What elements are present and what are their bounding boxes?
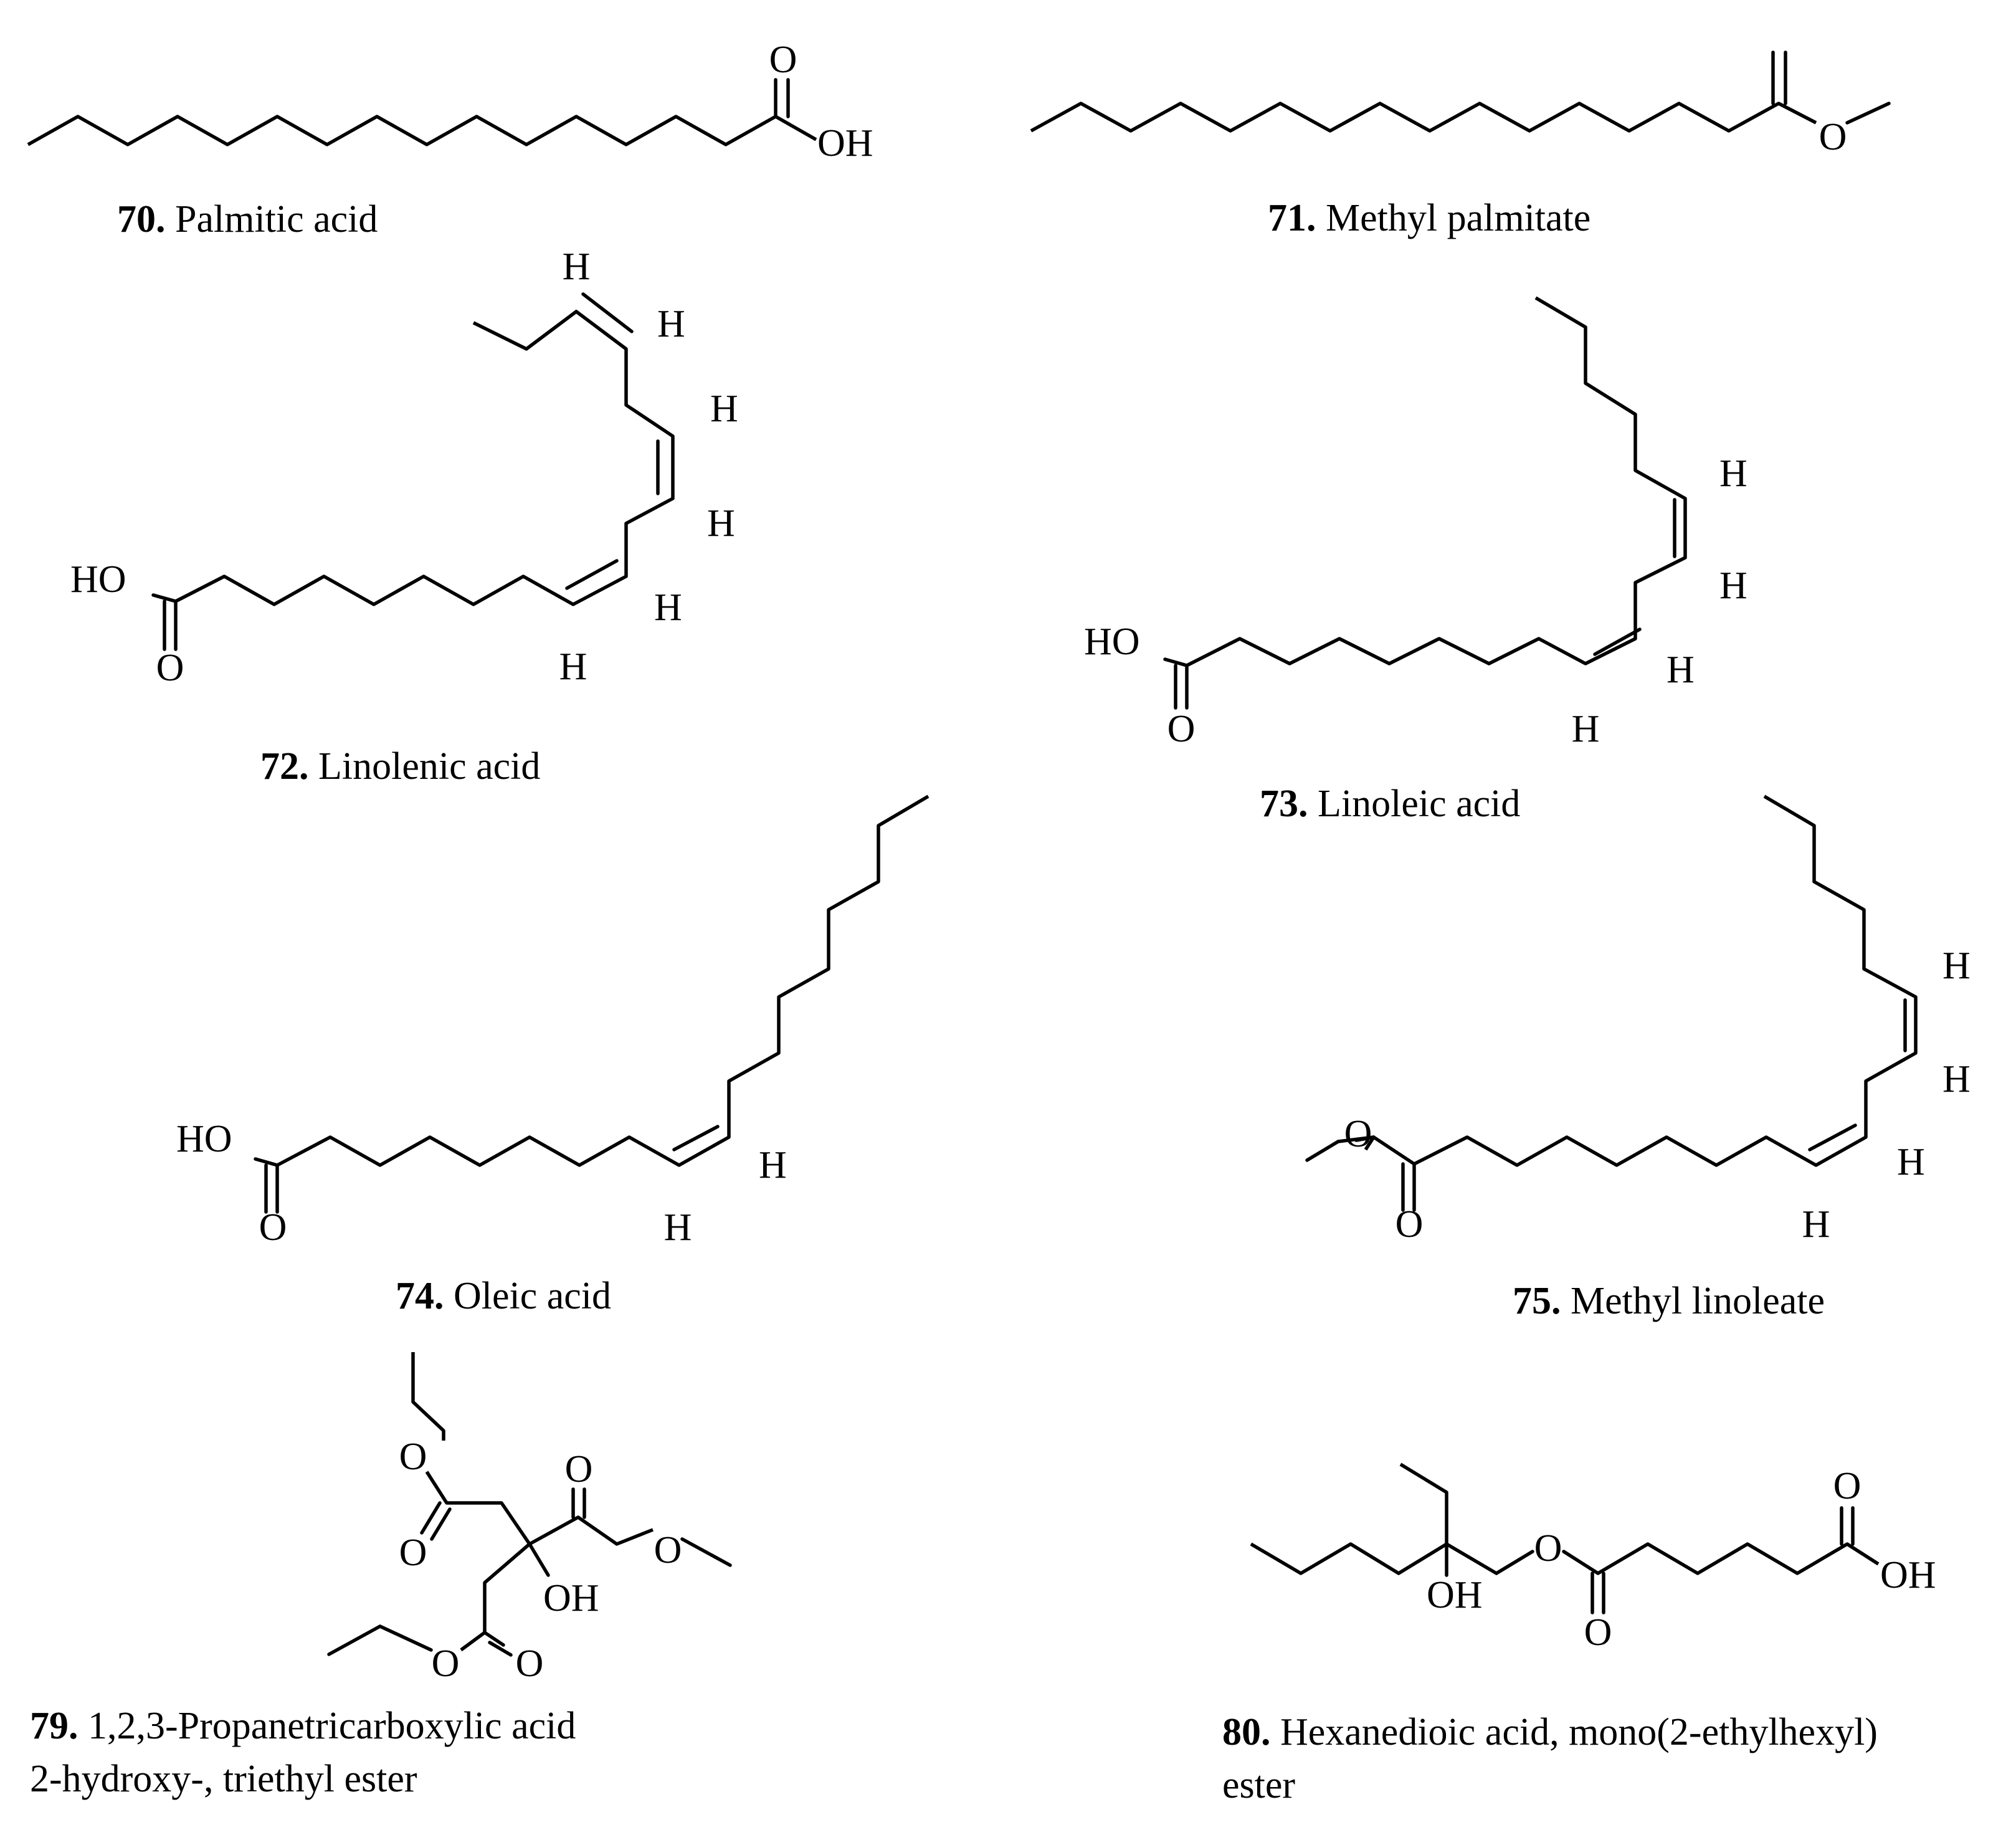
atom-label: H: [710, 388, 738, 430]
atom-label: O: [432, 1642, 460, 1685]
caption-70: 70. Palmitic acid: [117, 198, 378, 241]
atom-label: O: [1534, 1527, 1562, 1570]
atom-label: H: [657, 303, 685, 345]
compound-name: Palmitic acid: [175, 198, 378, 241]
atom-label: O: [1819, 116, 1847, 158]
atom-label: O: [769, 39, 797, 81]
compound-name: Linoleic acid: [1318, 783, 1520, 825]
compound-name: Methyl palmitate: [1326, 197, 1590, 239]
compound-name: Hexanedioic acid, mono(2-ethylhexyl): [1280, 1711, 1878, 1753]
atom-label: H: [654, 586, 682, 629]
compound-name: Linolenic acid: [318, 745, 540, 788]
atom-label: H: [1667, 649, 1695, 691]
compound-number: 73.: [1260, 783, 1308, 825]
structure-80: O O O OH OH: [1250, 1462, 1936, 1654]
atom-label: O: [399, 1436, 427, 1478]
compound-number: 75.: [1513, 1280, 1561, 1322]
caption-72: 72. Linolenic acid: [260, 745, 540, 788]
atom-label: O: [516, 1642, 544, 1685]
compound-name-line2: ester: [1222, 1764, 1295, 1806]
atom-label: O: [399, 1532, 427, 1574]
atom-label: O: [654, 1529, 682, 1571]
compound-number: 79.: [30, 1705, 78, 1747]
atom-label: O: [259, 1206, 287, 1249]
structure-74: H H HO O: [176, 794, 930, 1249]
structure-79: O O O O O O OH: [327, 1352, 732, 1685]
structure-73: H H H H HO O: [1084, 296, 1747, 750]
structure-72: H H H H H H HO O: [70, 246, 738, 689]
caption-74: 74. Oleic acid: [396, 1275, 611, 1317]
atom-label: O: [1396, 1203, 1424, 1246]
atom-label: H: [563, 246, 591, 288]
atom-label: H: [1719, 565, 1747, 607]
atom-label: O: [1833, 1465, 1861, 1507]
caption-79: 79. 1,2,3-Propanetricarboxylic acid 2-hyd…: [30, 1705, 576, 1800]
atom-label: OH: [817, 122, 873, 164]
atom-label: H: [1572, 708, 1600, 750]
atom-label: H: [1719, 452, 1747, 495]
atom-label: OH: [1880, 1554, 1936, 1596]
structure-71: O: [1030, 50, 1891, 158]
compound-number: 70.: [117, 198, 166, 241]
compound-name: 1,2,3-Propanetricarboxylic acid: [88, 1705, 576, 1747]
atom-label: O: [156, 647, 184, 689]
compound-number: 72.: [260, 745, 309, 788]
compound-name-line2: 2-hydroxy-, triethyl ester: [30, 1758, 417, 1800]
atom-label: HO: [1084, 621, 1140, 663]
atom-label: H: [1802, 1203, 1830, 1246]
atom-label: O: [1584, 1611, 1612, 1654]
structure-70: O OH: [27, 39, 873, 164]
compound-number: 80.: [1222, 1711, 1271, 1753]
atom-label: OH: [1427, 1574, 1483, 1616]
compound-name: Methyl linoleate: [1571, 1280, 1825, 1322]
compound-number: 71.: [1268, 197, 1316, 239]
atom-label: O: [1344, 1113, 1372, 1155]
atom-label: HO: [176, 1118, 232, 1160]
atom-label: O: [565, 1448, 593, 1490]
atom-label: H: [559, 646, 587, 688]
atom-label: HO: [70, 558, 126, 601]
compound-number: 74.: [396, 1275, 444, 1317]
caption-73: 73. Linoleic acid: [1260, 783, 1520, 825]
caption-80: 80. Hexanedioic acid, mono(2-ethylhexyl)…: [1222, 1711, 1878, 1806]
caption-75: 75. Methyl linoleate: [1513, 1280, 1825, 1322]
caption-71: 71. Methyl palmitate: [1268, 197, 1590, 239]
compound-name: Oleic acid: [454, 1275, 611, 1317]
atom-label: O: [1167, 708, 1196, 750]
structure-75: H H H H O O: [1305, 794, 1971, 1246]
atom-label: H: [1942, 1058, 1971, 1100]
atom-label: H: [664, 1206, 692, 1249]
atom-label: H: [707, 502, 735, 545]
atom-label: H: [759, 1144, 787, 1186]
atom-label: H: [1897, 1141, 1925, 1183]
atom-label: OH: [543, 1577, 599, 1619]
atom-label: H: [1942, 945, 1971, 987]
